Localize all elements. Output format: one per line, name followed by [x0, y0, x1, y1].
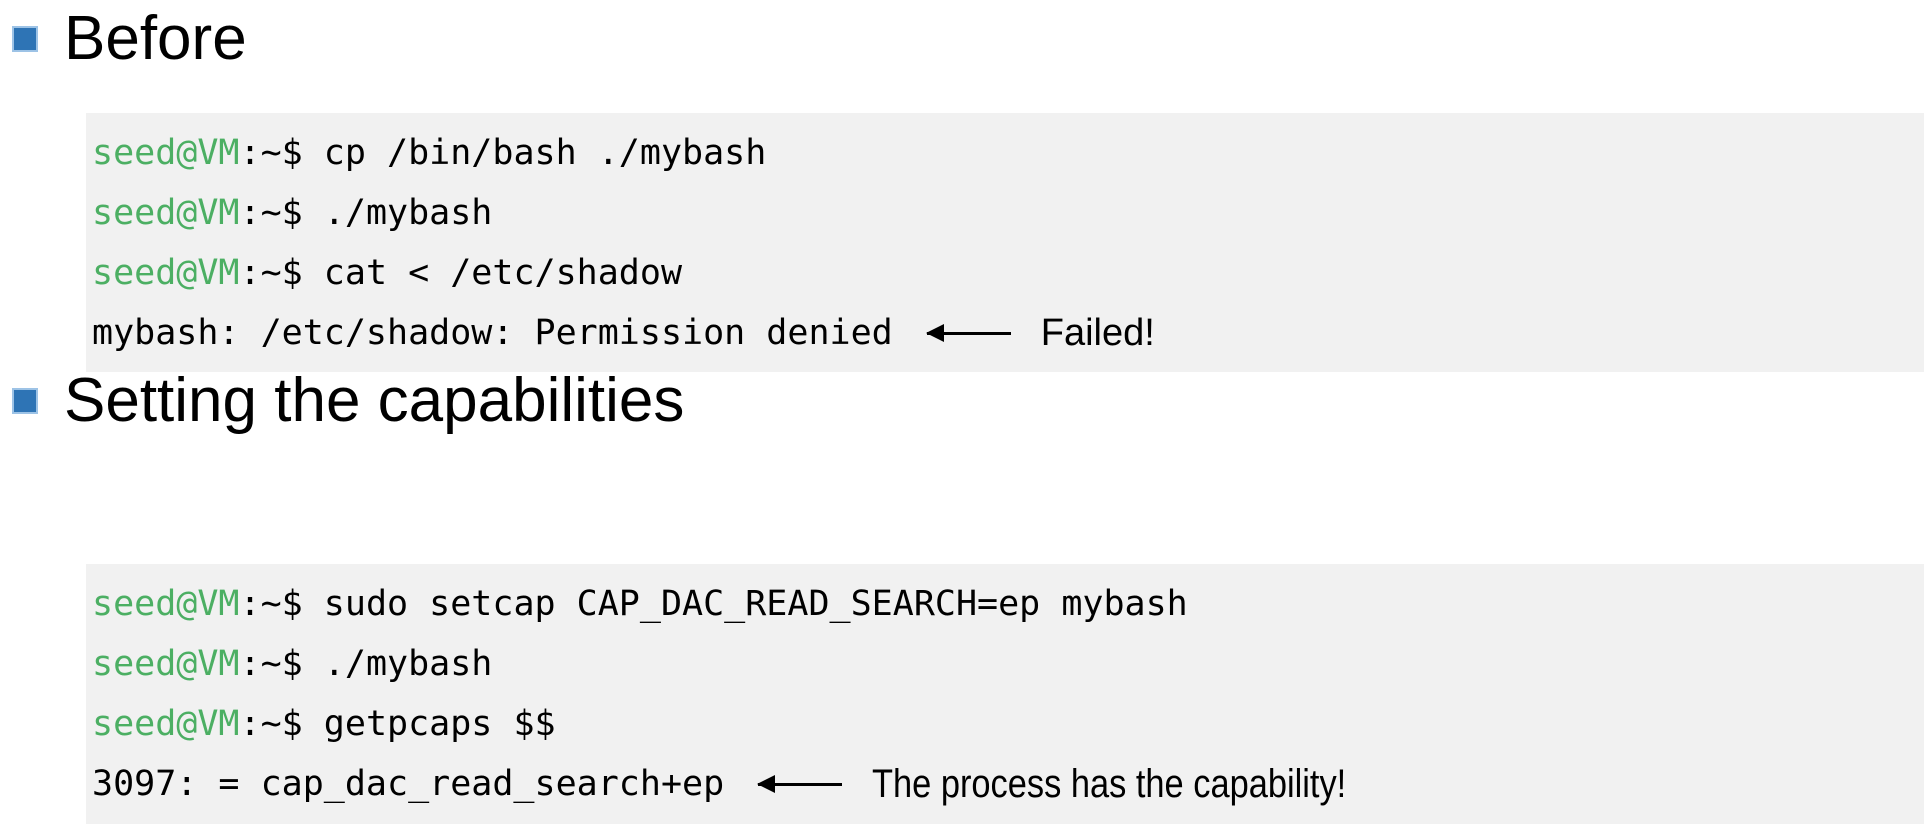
shell-prompt: seed@VM — [92, 253, 240, 293]
shell-command: :~$ getpcaps $$ — [239, 704, 556, 744]
heading-before-label: Before — [64, 4, 247, 73]
heading-setting-capabilities: Setting the capabilities — [0, 370, 684, 432]
code-line: seed@VM:~$ ./mybash — [86, 634, 1924, 694]
annotation-failed-label: Failed! — [1040, 312, 1155, 354]
left-arrow-icon — [925, 323, 1011, 342]
annotation-capability: The process has the capability! — [757, 754, 1423, 814]
shell-prompt: seed@VM — [92, 704, 240, 744]
code-line: seed@VM:~$ ./mybash — [86, 183, 1924, 243]
code-block-setting-capabilities: seed@VM:~$ sudo setcap CAP_DAC_READ_SEAR… — [86, 564, 1924, 824]
shell-prompt: seed@VM — [92, 584, 240, 624]
shell-command: :~$ ./mybash — [239, 193, 493, 233]
shell-prompt: seed@VM — [92, 644, 240, 684]
code-line: seed@VM:~$ cat < /etc/shadow — [86, 243, 1924, 303]
code-line: seed@VM:~$ getpcaps $$ — [86, 694, 1924, 754]
left-arrow-icon — [757, 774, 843, 793]
code-line: seed@VM:~$ sudo setcap CAP_DAC_READ_SEAR… — [86, 574, 1924, 634]
shell-command: :~$ sudo setcap CAP_DAC_READ_SEARCH=ep m… — [239, 584, 1188, 624]
shell-command: :~$ cp /bin/bash ./mybash — [239, 133, 767, 173]
bullet-square-icon — [12, 26, 38, 52]
shell-prompt: seed@VM — [92, 193, 240, 233]
code-line-output: mybash: /etc/shadow: Permission denied F… — [86, 303, 1924, 363]
shell-prompt: seed@VM — [92, 133, 240, 173]
code-line: seed@VM:~$ cp /bin/bash ./mybash — [86, 123, 1924, 183]
shell-output: 3097: = cap_dac_read_search+ep — [92, 764, 725, 804]
annotation-capability-label: The process has the capability! — [872, 762, 1347, 806]
heading-before: Before — [0, 8, 247, 70]
heading-setting-capabilities-label: Setting the capabilities — [64, 366, 685, 435]
annotation-failed: Failed! — [925, 303, 1155, 363]
shell-output: mybash: /etc/shadow: Permission denied — [92, 313, 893, 353]
shell-command: :~$ cat < /etc/shadow — [239, 253, 683, 293]
code-line-output: 3097: = cap_dac_read_search+ep The proce… — [86, 754, 1924, 814]
code-block-before: seed@VM:~$ cp /bin/bash ./mybash seed@VM… — [86, 113, 1924, 372]
bullet-square-icon — [12, 388, 38, 414]
shell-command: :~$ ./mybash — [239, 644, 493, 684]
